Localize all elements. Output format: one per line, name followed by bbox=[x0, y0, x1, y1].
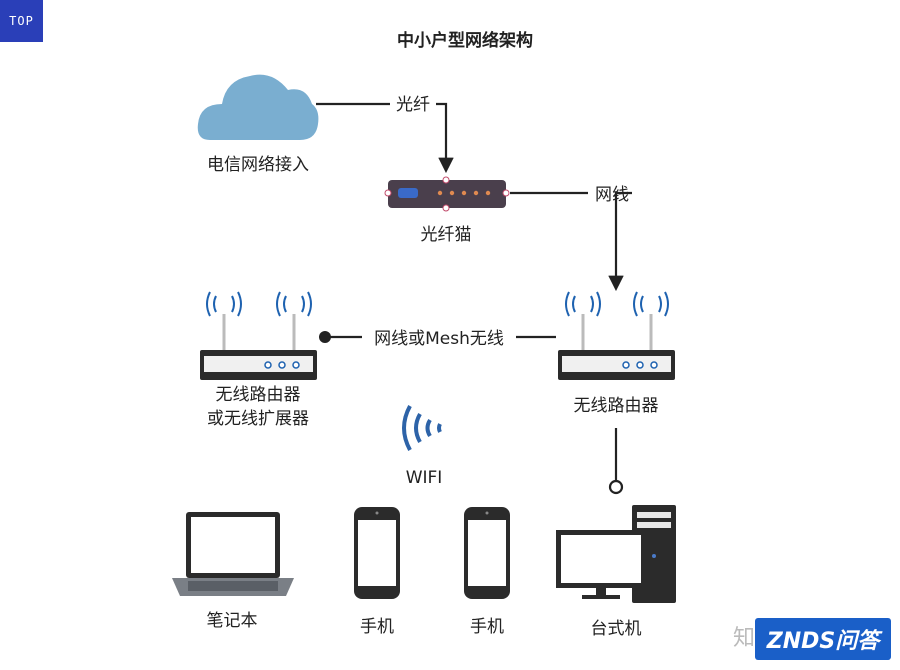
phone-1-label: 手机 bbox=[360, 617, 394, 637]
phone-icon-1 bbox=[354, 507, 400, 599]
isp-label: 电信网络接入 bbox=[207, 155, 309, 175]
cable-arrow bbox=[608, 191, 632, 292]
modem-label: 光纤猫 bbox=[421, 225, 472, 245]
main-router-label: 无线路由器 bbox=[574, 396, 659, 416]
modem-icon bbox=[384, 176, 510, 212]
secondary-router-icon bbox=[200, 291, 317, 380]
wifi-label: WIFI bbox=[406, 468, 443, 488]
cable-label: 网线 bbox=[595, 185, 629, 205]
top-badge: TOP bbox=[0, 0, 43, 42]
diagram-title: 中小户型网络架构 bbox=[397, 30, 533, 51]
zhihu-watermark: 知 bbox=[733, 626, 756, 651]
laptop-icon bbox=[172, 512, 294, 596]
secondary-router-label-2: 或无线扩展器 bbox=[207, 409, 309, 429]
fiber-label: 光纤 bbox=[396, 95, 430, 115]
main-router-icon bbox=[558, 291, 675, 380]
desktop-cable-endpoint bbox=[608, 479, 624, 495]
znds-logo: ZNDS问答 bbox=[755, 618, 891, 660]
fiber-arrow bbox=[436, 102, 454, 174]
laptop-label: 笔记本 bbox=[207, 611, 258, 631]
phone-2-label: 手机 bbox=[470, 617, 504, 637]
wifi-icon bbox=[402, 405, 442, 451]
backhaul-label: 网线或Mesh无线 bbox=[374, 329, 504, 349]
phone-icon-2 bbox=[464, 507, 510, 599]
cloud-icon bbox=[197, 74, 319, 140]
desktop-icon bbox=[556, 505, 676, 603]
secondary-router-label-1: 无线路由器 bbox=[216, 385, 301, 405]
desktop-label: 台式机 bbox=[591, 619, 642, 639]
